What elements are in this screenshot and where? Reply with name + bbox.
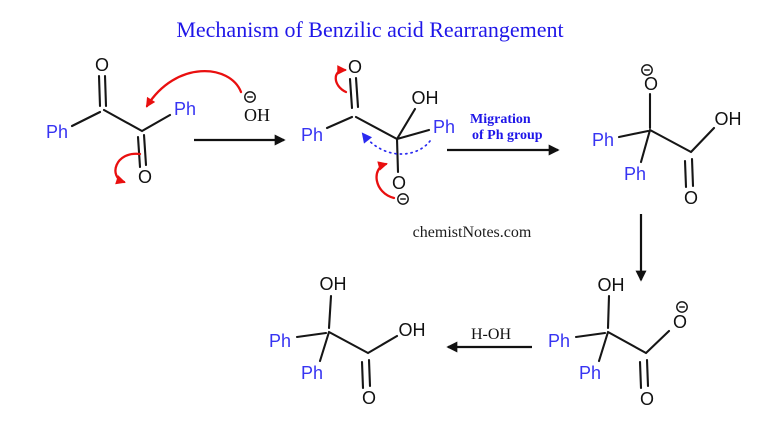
structure-hydroxy-carboxylate: OH Ph Ph O O xyxy=(548,275,688,409)
hydrolysis-label: H-OH xyxy=(471,326,511,343)
migration-label-line1: Migration xyxy=(470,112,531,127)
structure-benzilic-acid: OH Ph Ph OH O xyxy=(269,274,426,408)
hydroxide-reagent: OH xyxy=(244,91,270,125)
nucleophilic-attack-arrow-icon xyxy=(145,70,243,108)
o-alkoxide-label: O xyxy=(392,173,406,193)
o-carbonyl-label: O xyxy=(640,389,654,409)
ph-left-label: Ph xyxy=(46,122,68,142)
structure-tetrahedral-intermediate: Ph O OH Ph O xyxy=(301,57,455,205)
oh-label: OH xyxy=(715,109,742,129)
ph-left-label: Ph xyxy=(269,331,291,351)
alkoxide-electron-push-arrow-icon xyxy=(375,161,396,200)
watermark: chemistNotes.com xyxy=(413,224,532,241)
ph-migration-dashed-arrow-icon xyxy=(361,132,431,155)
hydroxide-label: OH xyxy=(244,105,270,125)
page-title: Mechanism of Benzilic acid Rearrangement xyxy=(176,17,563,42)
ph-right-label: Ph xyxy=(433,117,455,137)
ph-bottom-label: Ph xyxy=(301,363,323,383)
minus-charge-icon xyxy=(244,91,256,103)
oh-top-label: OH xyxy=(598,275,625,295)
o-alkoxide-label: O xyxy=(644,74,658,94)
o-carboxylate-label: O xyxy=(673,312,687,332)
migration-step: Migration of Ph group xyxy=(447,112,560,156)
ph-left-label: Ph xyxy=(301,125,323,145)
ph-left-label: Ph xyxy=(592,130,614,150)
o-carbonyl-label: O xyxy=(684,188,698,208)
oh-top-label: OH xyxy=(320,274,347,294)
carbonyl-reform-arrow-icon xyxy=(334,65,348,94)
ph-bottom-label: Ph xyxy=(579,363,601,383)
bond xyxy=(70,74,172,169)
o-bottom-label: O xyxy=(138,167,152,187)
migration-label-line2: of Ph group xyxy=(472,128,543,143)
hydrolysis-step: H-OH xyxy=(446,326,532,353)
oh-acid-label: OH xyxy=(399,320,426,340)
structure-alkoxide-acid: O Ph Ph OH O xyxy=(592,64,742,208)
bond xyxy=(574,294,671,390)
ph-left-label: Ph xyxy=(548,331,570,351)
carbonyl-electron-push-arrow-icon xyxy=(114,152,142,185)
structure-benzil: Ph Ph O O xyxy=(46,55,243,187)
minus-charge-icon xyxy=(641,64,653,76)
ph-right-label: Ph xyxy=(174,99,196,119)
o-top-label: O xyxy=(348,57,362,77)
oh-label: OH xyxy=(412,88,439,108)
o-top-label: O xyxy=(95,55,109,75)
ph-bottom-label: Ph xyxy=(624,164,646,184)
bond xyxy=(325,76,431,174)
minus-charge-icon xyxy=(676,301,688,313)
o-carbonyl-label: O xyxy=(362,388,376,408)
bond xyxy=(295,294,399,390)
minus-charge-icon xyxy=(397,193,409,205)
bond xyxy=(617,92,716,189)
